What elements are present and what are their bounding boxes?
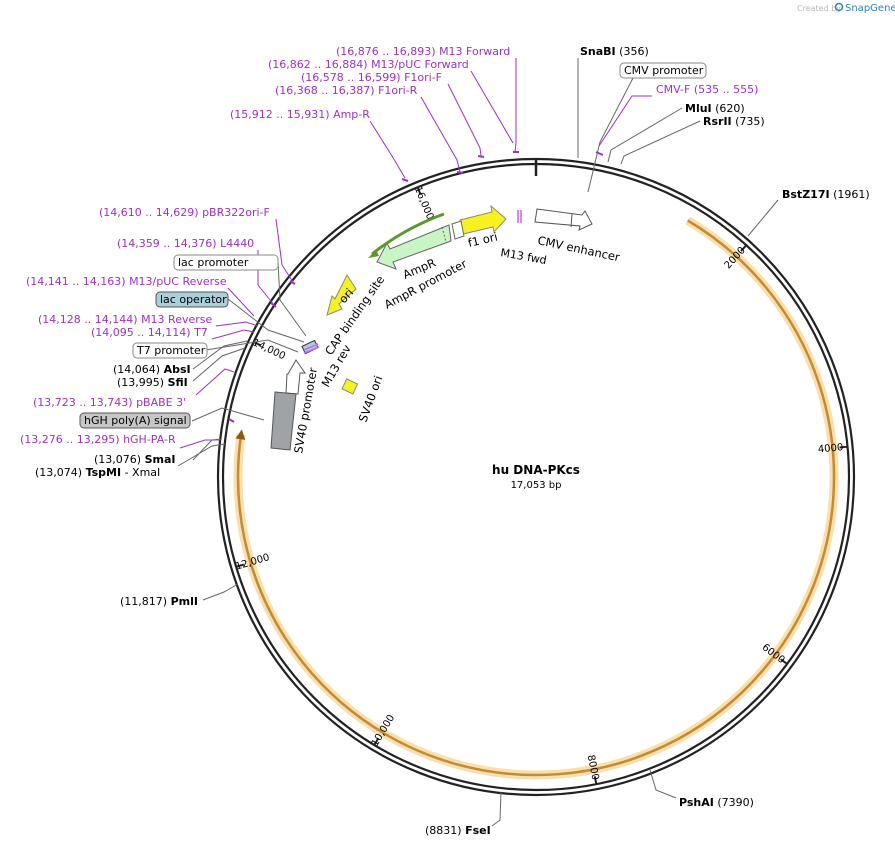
- primer-m13-reverse[interactable]: (14,128 .. 14,144) M13 Reverse: [38, 313, 212, 326]
- primer-m13-puc-forward[interactable]: (16,862 .. 16,884) M13/pUC Forward: [268, 58, 469, 71]
- svg-text:T7 promoter: T7 promoter: [136, 344, 206, 357]
- snapgene-logo-icon: [834, 2, 844, 12]
- ruler-tick-label: 8000: [585, 754, 601, 781]
- primer-f1ori-r[interactable]: (16,368 .. 16,387) F1ori-R: [275, 84, 418, 97]
- label-cmv-enhancer: CMV enhancer: [536, 233, 621, 264]
- primer-callouts: [179, 58, 652, 449]
- primer-t7[interactable]: (14,095 .. 14,114) T7: [91, 326, 208, 339]
- plasmid-length: 17,053 bp: [511, 480, 562, 491]
- snapgene-brand[interactable]: SnapGene: [845, 3, 895, 14]
- site-pmli[interactable]: (11,817) PmlI: [120, 595, 198, 608]
- ruler-tick-mark: [780, 658, 788, 665]
- primer-amp-r[interactable]: (15,912 .. 15,931) Amp-R: [230, 108, 370, 121]
- boxed-lac-promoter[interactable]: lac promoter: [173, 254, 279, 271]
- boxed-lac-operator[interactable]: lac operator: [155, 291, 229, 308]
- boxed-cmv-promoter[interactable]: CMV promoter: [619, 62, 707, 79]
- boxed-hgh-polya-signal[interactable]: hGH poly(A) signal: [79, 412, 191, 429]
- primer-labels: (16,876 .. 16,893) M13 Forward (16,862 .…: [20, 45, 758, 446]
- primer-l4440[interactable]: (14,359 .. 14,376) L4440: [117, 237, 254, 250]
- feature-cmv-enhancer[interactable]: [534, 208, 593, 231]
- feature-f1-ori[interactable]: [459, 204, 507, 235]
- feature-ampr-promoter[interactable]: [451, 220, 465, 240]
- boxed-t7-promoter[interactable]: T7 promoter: [132, 342, 208, 359]
- primer-pbabe-3[interactable]: (13,723 .. 13,743) pBABE 3': [33, 396, 186, 409]
- feature-m13-fwd[interactable]: [517, 210, 522, 223]
- svg-text:CMV promoter: CMV promoter: [624, 64, 704, 77]
- ruler-tick-mark: [839, 445, 848, 449]
- ampr-highlight-arrowhead: [368, 250, 379, 258]
- label-sv40-ori: SV40 ori: [356, 374, 386, 424]
- ruler-tick-mark: [416, 186, 422, 196]
- primer-m13-forward[interactable]: (16,876 .. 16,893) M13 Forward: [336, 45, 510, 58]
- feature-sv40-ori[interactable]: [341, 378, 359, 395]
- label-f1-ori: f1 ori: [467, 230, 499, 250]
- site-absi[interactable]: (14,064) AbsI: [113, 363, 191, 376]
- insert-arc-halo: [233, 216, 839, 780]
- feature-ampr[interactable]: [376, 224, 452, 270]
- feature-sv40-promoter[interactable]: [270, 359, 306, 451]
- plasmid-name: hu DNA-PKcs: [492, 463, 580, 477]
- site-snabi[interactable]: SnaBI (356): [580, 45, 649, 58]
- ruler-tick-label: 14,000: [251, 337, 287, 362]
- primer-cmv-f[interactable]: CMV-F (535 .. 555): [656, 83, 758, 96]
- ruler-tick-mark: [373, 737, 380, 746]
- restriction-site-labels: SnaBI (356) MluI (620) RsrII (735) BstZ1…: [35, 45, 870, 837]
- site-fsei[interactable]: (8831) FseI: [425, 824, 491, 837]
- primer-m13-puc-reverse[interactable]: (14,141 .. 14,163) M13/pUC Reverse: [26, 275, 227, 288]
- site-pshai[interactable]: PshAI (7390): [679, 796, 754, 809]
- primer-pbr322ori-f[interactable]: (14,610 .. 14,629) pBR322ori-F: [99, 206, 270, 219]
- insert-arc[interactable]: [235, 219, 836, 777]
- site-leaders: [177, 58, 779, 827]
- svg-text:lac promoter: lac promoter: [178, 256, 249, 269]
- site-tspmi-xmai[interactable]: (13,074) TspMI - XmaI: [35, 466, 160, 479]
- primer-f1ori-f[interactable]: (16,578 .. 16,599) F1ori-F: [301, 71, 442, 84]
- label-cap-binding-site: CAP binding site: [322, 273, 387, 358]
- primer-ticks: [228, 151, 519, 423]
- ruler-tick-mark: [593, 776, 598, 785]
- site-bstz17i[interactable]: BstZ17I (1961): [782, 188, 870, 201]
- ruler-tick-label: 16,000: [412, 185, 435, 222]
- feature-m13-rev[interactable]: [303, 343, 320, 354]
- site-sfii[interactable]: (13,995) SfiI: [117, 376, 188, 389]
- ruler-tick-label: 4000: [817, 442, 843, 455]
- site-mlui[interactable]: MluI (620): [685, 102, 745, 115]
- svg-text:hGH poly(A) signal: hGH poly(A) signal: [84, 414, 187, 427]
- site-rsrii[interactable]: RsrII (735): [703, 115, 765, 128]
- feature-ori[interactable]: [326, 273, 357, 316]
- label-m13-fwd: M13 fwd: [499, 246, 547, 267]
- primer-hgh-pa-r[interactable]: (13,276 .. 13,295) hGH-PA-R: [20, 433, 176, 446]
- ruler-tick-mark: [235, 563, 245, 568]
- created-by-label: Created by: [797, 4, 841, 13]
- ampr-highlight-arc: [371, 212, 445, 256]
- ruler-tick-mark: [740, 244, 748, 252]
- svg-text:lac operator: lac operator: [160, 293, 227, 306]
- backbone: [216, 157, 856, 797]
- site-smai[interactable]: (13,076) SmaI: [94, 453, 175, 466]
